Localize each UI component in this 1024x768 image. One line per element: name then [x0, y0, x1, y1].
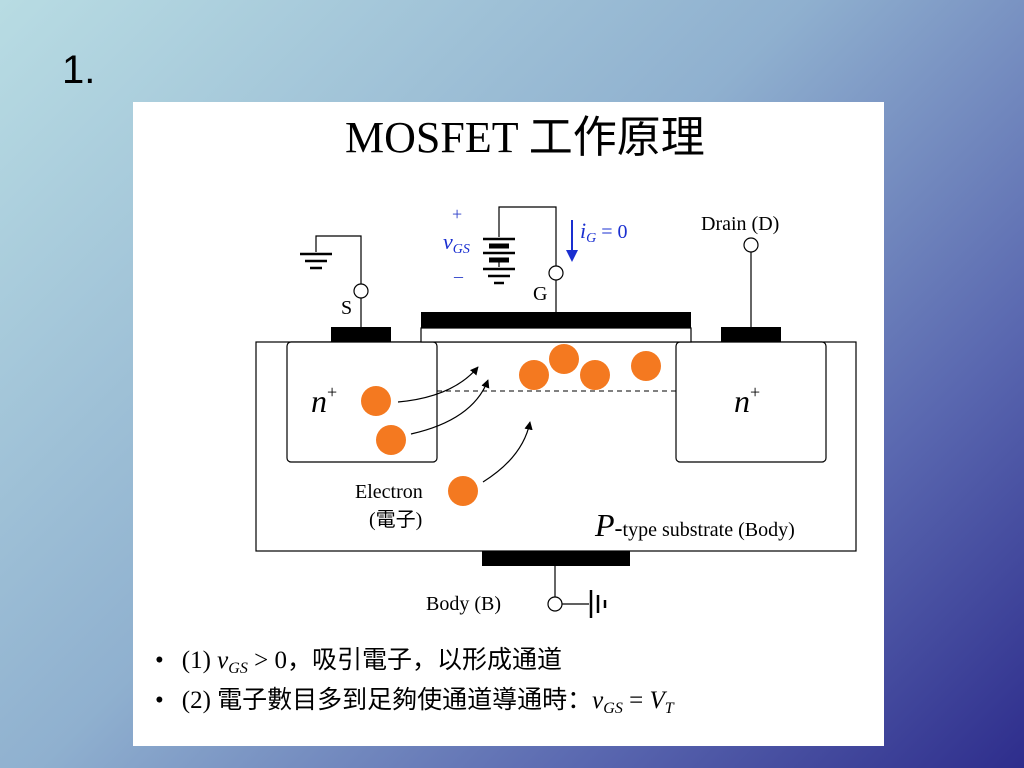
electron	[448, 476, 478, 506]
ig-label: iG = 0	[580, 218, 628, 246]
diagram-title: MOSFET 工作原理	[345, 113, 705, 162]
source-label: S	[341, 297, 352, 319]
battery-icon	[483, 237, 515, 285]
substrate-label: P-type substrate (Body)	[594, 507, 795, 543]
electron-arrow	[397, 366, 479, 403]
electron-label-zh: (電子)	[369, 509, 422, 531]
vgs-label: vGS	[443, 229, 470, 257]
source-terminal	[353, 283, 369, 299]
vgs-minus: –	[453, 266, 464, 286]
n-plus-left-label: n+	[311, 382, 337, 419]
electrons	[361, 344, 661, 506]
electron-arrow	[482, 421, 533, 483]
electron	[631, 351, 661, 381]
ground-icon-body	[589, 590, 607, 618]
n-plus-right-label: n+	[734, 382, 760, 419]
vgs-plus: +	[452, 204, 462, 224]
electron-arrow	[410, 379, 490, 435]
diagram-panel: MOSFET 工作原理 S + – vGS G	[133, 102, 884, 746]
drain-terminal	[743, 237, 759, 253]
electron-label: Electron	[355, 481, 423, 503]
bullet-1: •(1) vGS > 0，吸引電子，以形成通道	[155, 646, 562, 677]
electron	[519, 360, 549, 390]
electron	[361, 386, 391, 416]
electron	[549, 344, 579, 374]
drain-label: Drain (D)	[701, 213, 779, 235]
gate-label: G	[533, 283, 547, 305]
body-label: Body (B)	[426, 593, 501, 615]
gate-oxide	[420, 327, 692, 343]
gate-metal	[421, 312, 691, 328]
electron	[580, 360, 610, 390]
drain-contact	[721, 327, 781, 342]
gate-terminal	[548, 265, 564, 281]
mosfet-diagram: MOSFET 工作原理 S + – vGS G	[155, 113, 857, 717]
bullet-2: •(2) 電子數目多到足夠使通道導通時：vGS = VT	[155, 686, 675, 717]
slide-number: 1.	[62, 48, 96, 92]
electron	[376, 425, 406, 455]
source-contact	[331, 327, 391, 342]
body-contact	[482, 551, 630, 566]
ground-icon-source	[300, 252, 332, 270]
body-terminal	[547, 596, 563, 612]
n-region-right	[675, 341, 827, 463]
